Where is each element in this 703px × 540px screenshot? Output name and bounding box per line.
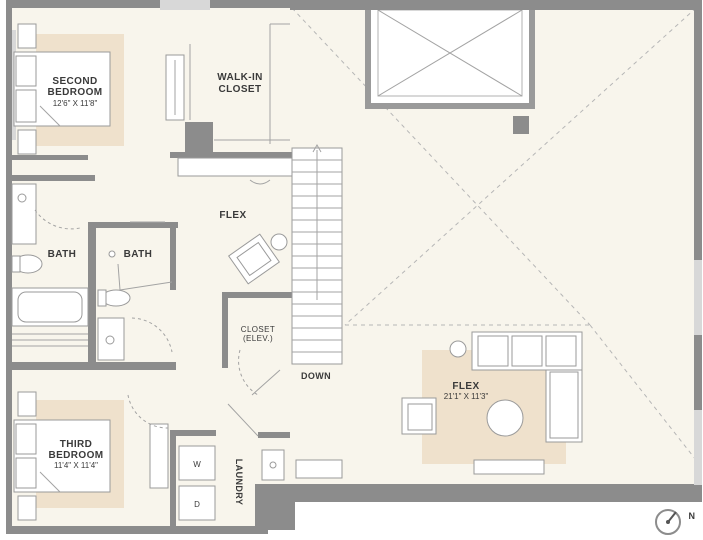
right-bath-fixtures (97, 221, 173, 361)
laundry-door-leaf (227, 403, 259, 437)
third-bedroom-dresser (149, 423, 169, 489)
loft-sectional-sofa (471, 331, 583, 443)
left-bath-fixtures (11, 183, 89, 347)
compass-north-label: N (689, 511, 696, 521)
loft-flex-label: FLEX (452, 381, 479, 392)
skylight (365, 1, 535, 109)
loft-flex-dims: 21'1" X 11'3" (444, 392, 489, 401)
loft-armchair-seat (407, 403, 433, 431)
walk-in-closet-label-line1: WALK-IN (217, 72, 263, 83)
washer-label: W (193, 460, 201, 469)
compass (655, 509, 681, 535)
hall-counter (177, 157, 293, 177)
left-bath-label: BATH (48, 249, 77, 260)
right-bath-label: BATH (124, 249, 153, 260)
closet-elev-label-line1: CLOSET (241, 325, 275, 334)
third-bedroom-bed (13, 391, 111, 521)
stair-arrow-head (312, 143, 322, 153)
third-bedroom-dims: 11'4" X 11'4" (54, 461, 98, 470)
closet-elev-door (238, 349, 259, 396)
upper-flex-label: FLEX (219, 210, 246, 221)
laundry-label: LAUNDRY (234, 459, 244, 505)
upper-flex-armchair (227, 233, 281, 285)
washer (178, 445, 216, 481)
dryer (178, 485, 216, 521)
loft-side-table (449, 340, 467, 358)
third-bedroom-label-line2: BEDROOM (48, 450, 103, 461)
loft-bench (295, 459, 343, 479)
loft-coffee-table (486, 399, 524, 437)
right-bath-door (131, 317, 173, 353)
walls (6, 0, 702, 534)
second-bedroom-label-line1: SECOND (52, 76, 97, 87)
second-bedroom-label-line2: BEDROOM (47, 87, 102, 98)
hall-light (249, 179, 271, 185)
third-bedroom-label-line1: THIRD (60, 439, 93, 450)
second-bedroom-dims: 12'6" X 11'8" (53, 99, 98, 108)
walk-in-closet-shelving (165, 23, 290, 144)
laundry-sink-drain (269, 461, 277, 469)
compass-needle-icon (667, 511, 677, 523)
column (513, 116, 529, 134)
second-bedroom-bed (13, 23, 111, 155)
walk-in-closet-label-line2: CLOSET (219, 84, 262, 95)
third-bedroom-door (127, 394, 169, 429)
dryer-label: D (194, 500, 200, 509)
upper-flex-side-table (270, 233, 288, 251)
open-to-below-lines (291, 7, 697, 461)
closet-elev-label-line2: (ELEV.) (243, 334, 273, 343)
closet-elev-door-leaf (251, 369, 281, 396)
left-bath-door (34, 209, 81, 230)
stairs-down-label: DOWN (301, 371, 331, 381)
loft-media-console (473, 459, 545, 475)
